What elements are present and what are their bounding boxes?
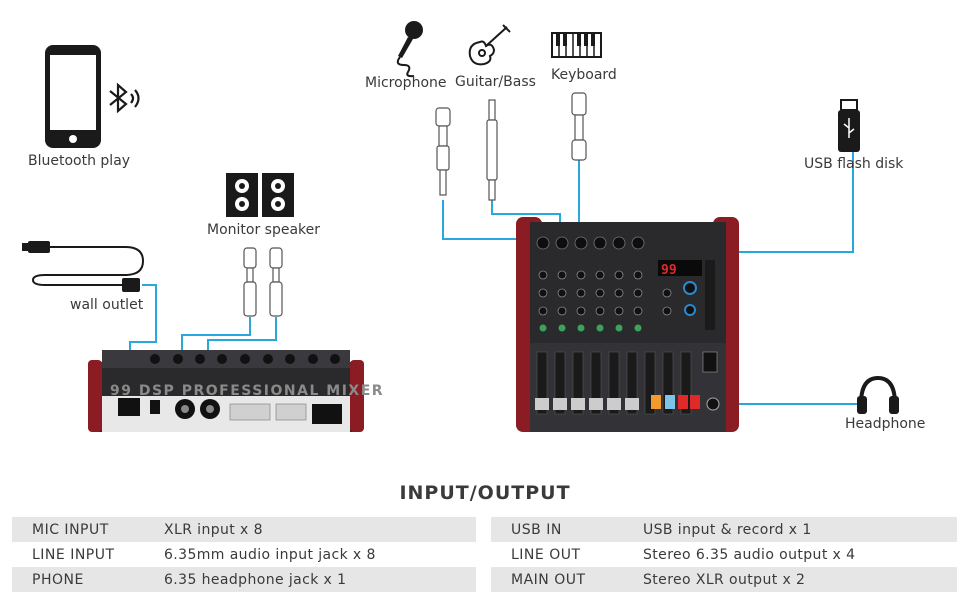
spec-key: MAIN OUT [491, 567, 643, 592]
label-monitor: Monitor speaker [207, 222, 321, 238]
spec-row: LINE INPUT 6.35mm audio input jack x 8 [12, 542, 476, 567]
connection-diagram: 99 DSP PROFESSIONAL MIXER [22, 21, 899, 432]
mixer-back-text: 99 DSP PROFESSIONAL MIXER [110, 383, 384, 399]
keyboard-icon [551, 32, 602, 58]
spec-row: PHONE 6.35 headphone jack x 1 [12, 567, 476, 592]
usb-flash-icon [838, 99, 860, 152]
xlr-plug-keyboard [571, 92, 587, 161]
headphone-icon [857, 375, 899, 414]
guitar-icon [468, 24, 511, 66]
spec-key: USB IN [491, 517, 643, 542]
spec-key: PHONE [12, 567, 164, 592]
spec-value: USB input & record x 1 [643, 517, 957, 542]
spec-key: LINE INPUT [32, 546, 115, 563]
spec-key: MIC INPUT [12, 517, 164, 542]
label-usb-disk: USB flash disk [804, 156, 904, 172]
spec-value: Stereo 6.35 audio output x 4 [643, 546, 856, 563]
label-headphone: Headphone [845, 416, 926, 432]
bluetooth-icon [109, 82, 140, 114]
spec-value: 6.35mm audio input jack x 8 [164, 546, 376, 563]
speaker-icon [226, 173, 294, 217]
mixer-front [516, 217, 739, 432]
spec-row: MIC INPUT XLR input x 8 [12, 517, 476, 542]
spec-row: LINE OUT Stereo 6.35 audio output x 4 [491, 542, 957, 567]
mixer-rear [88, 350, 364, 432]
xlr-plug-mic [435, 107, 451, 196]
microphone-icon [396, 21, 423, 78]
jack-plug-guitar [486, 99, 498, 201]
spec-value: Stereo XLR output x 2 [643, 567, 957, 592]
cable-lines [129, 122, 857, 405]
label-bluetooth: Bluetooth play [28, 153, 131, 169]
spec-value: XLR input x 8 [164, 517, 476, 542]
power-cord-icon [22, 241, 145, 292]
spec-row: MAIN OUT Stereo XLR output x 2 [491, 567, 957, 592]
smartphone-icon [45, 45, 101, 148]
label-keyboard: Keyboard [551, 67, 617, 83]
label-wall: wall outlet [70, 297, 144, 313]
spec-table-left: MIC INPUT XLR input x 8 LINE INPUT 6.35m… [12, 517, 476, 592]
section-title: INPUT/OUTPUT [399, 482, 571, 504]
spec-value: 6.35 headphone jack x 1 [164, 567, 476, 592]
spec-row: USB IN USB input & record x 1 [491, 517, 957, 542]
xlr-plug-monitor [243, 247, 283, 317]
label-guitar: Guitar/Bass [455, 74, 536, 90]
label-microphone: Microphone [365, 75, 447, 91]
spec-key: LINE OUT [511, 546, 581, 563]
lcd-display: 99 [661, 263, 677, 278]
spec-table-right: USB IN USB input & record x 1 LINE OUT S… [491, 517, 957, 592]
